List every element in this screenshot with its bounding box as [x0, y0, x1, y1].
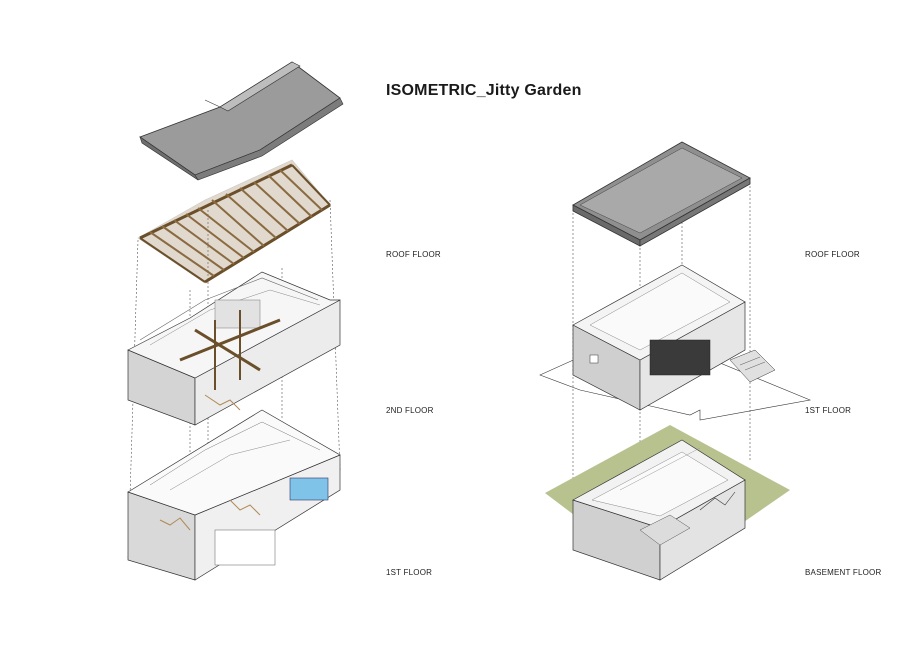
label-right-1st-floor: 1ST FLOOR [805, 406, 852, 415]
roof-sheet-layer [139, 61, 344, 181]
label-right-basement-floor: BASEMENT FLOOR [805, 568, 882, 577]
second-floor-layer [127, 271, 341, 426]
timber-rafter-layer [137, 159, 331, 284]
label-left-1st-floor: 1ST FLOOR [386, 568, 433, 577]
diagram-title: ISOMETRIC_Jitty Garden [386, 82, 582, 99]
label-left-2nd-floor: 2ND FLOOR [386, 406, 434, 415]
label-right-roof-floor: ROOF FLOOR [805, 250, 860, 259]
basement-layer [545, 425, 790, 581]
first-floor-layer [127, 409, 341, 581]
ground-floor-layer [539, 264, 812, 421]
label-left-roof-floor: ROOF FLOOR [386, 250, 441, 259]
flat-roof-layer [572, 141, 751, 247]
